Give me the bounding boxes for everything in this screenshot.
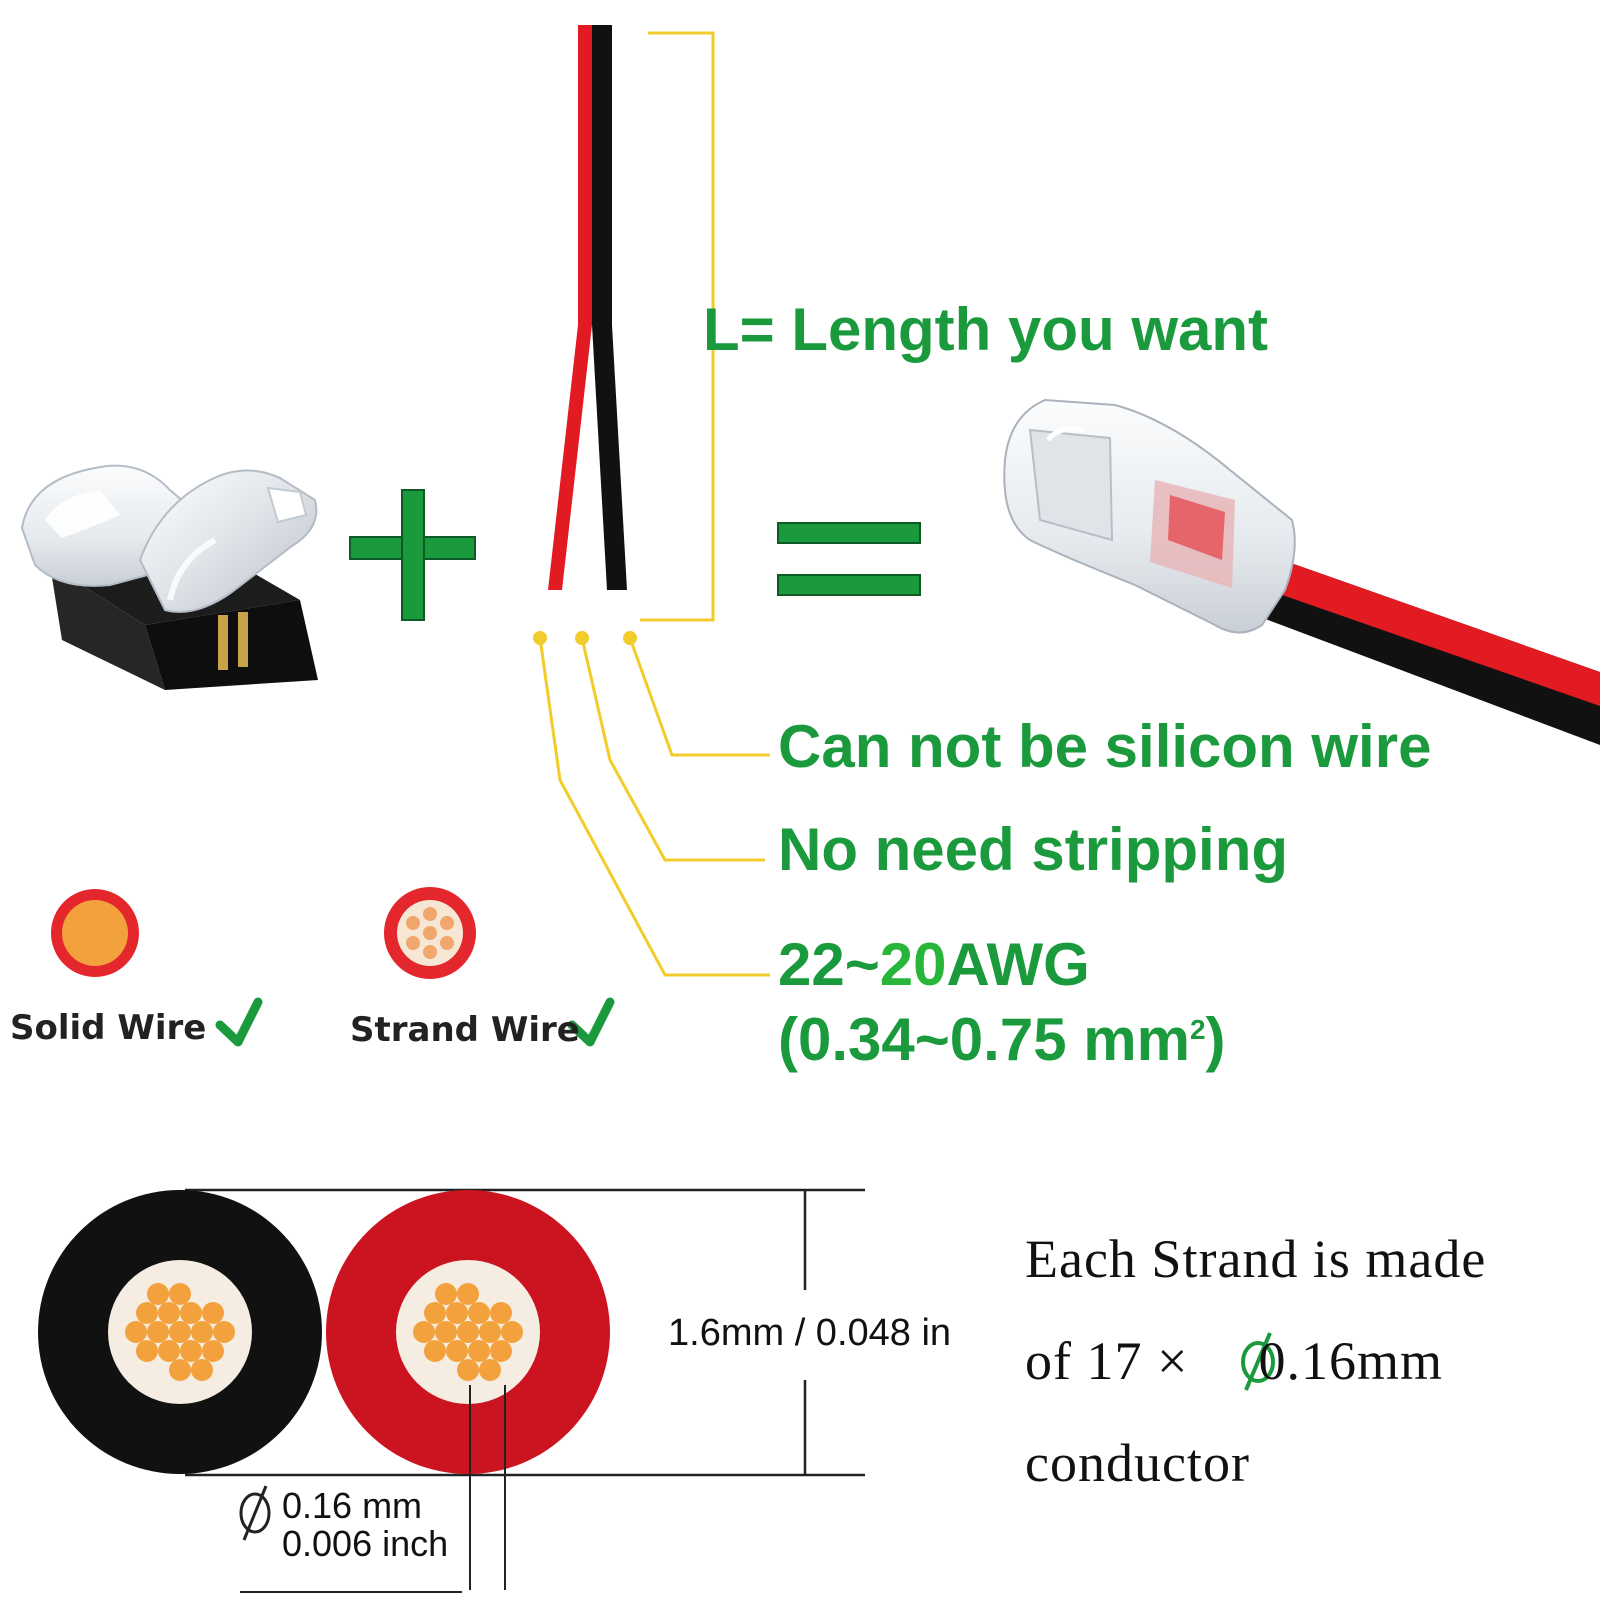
solid-wire-check-icon [215, 997, 263, 1047]
strand-wire-icon [384, 887, 476, 979]
strand-wire-label: Strand Wire [350, 1010, 580, 1050]
awg-prefix: 22~ [778, 931, 880, 998]
copper-strand [202, 1340, 224, 1362]
strand-note-line1: Each Strand is made [1025, 1229, 1487, 1289]
copper-strand [125, 1321, 147, 1343]
strand-note-size: 0.16mm [1258, 1331, 1443, 1391]
copper-strand [490, 1340, 512, 1362]
length-label: L= Length you want [703, 296, 1268, 363]
strand-diameter-callout [240, 1385, 506, 1593]
copper-strand [424, 1340, 446, 1362]
copper-strand [158, 1340, 180, 1362]
copper-strand [435, 1321, 457, 1343]
copper-strand [424, 1302, 446, 1324]
cable-diameter-label: 1.6mm / 0.048 in [668, 1312, 952, 1354]
copper-strand [136, 1302, 158, 1324]
black-wire-strands [125, 1283, 235, 1381]
copper-strand [158, 1302, 180, 1324]
no-stripping-label: No need stripping [778, 816, 1288, 883]
copper-strand [180, 1302, 202, 1324]
copper-strand [413, 1321, 435, 1343]
two-core-wire [548, 25, 627, 590]
copper-strand [202, 1302, 224, 1324]
awg-mid: 20 [879, 931, 947, 998]
copper-strand [169, 1283, 191, 1305]
strand-note-count: of 17 × [1025, 1331, 1189, 1391]
solid-wire-icon [51, 889, 139, 977]
copper-strand [468, 1340, 490, 1362]
red-wire-strands [413, 1283, 523, 1381]
copper-strand [457, 1283, 479, 1305]
silicon-warning-label: Can not be silicon wire [778, 713, 1432, 780]
copper-strand [136, 1340, 158, 1362]
copper-strand [468, 1302, 490, 1324]
copper-strand [191, 1321, 213, 1343]
copper-strand [457, 1321, 479, 1343]
open-connector-image [20, 464, 318, 690]
solid-wire-label: Solid Wire [10, 1008, 207, 1048]
copper-strand [435, 1283, 457, 1305]
copper-strand [501, 1321, 523, 1343]
copper-strand [213, 1321, 235, 1343]
leader-dots [533, 631, 637, 645]
copper-strand [479, 1321, 501, 1343]
cross-section-dimension-lines [185, 1188, 865, 1477]
plus-icon [349, 489, 476, 621]
copper-strand [147, 1321, 169, 1343]
strand-note-line3: conductor [1025, 1433, 1250, 1493]
copper-strand [479, 1359, 501, 1381]
copper-strand [180, 1340, 202, 1362]
note-diameter-icon [1241, 1332, 1275, 1391]
strand-diameter-inch-label: 0.006 inch [282, 1523, 449, 1564]
copper-strand [191, 1359, 213, 1381]
awg-label: 22~20AWG [778, 930, 1090, 999]
copper-strand [147, 1283, 169, 1305]
area-close: ) [1205, 1006, 1226, 1073]
length-bracket [640, 31, 715, 622]
strand-note-line2: of 17 × 0.16mm [1025, 1330, 1443, 1392]
copper-strand [169, 1359, 191, 1381]
leader-lines [538, 637, 770, 977]
area-superscript: 2 [1189, 1014, 1206, 1045]
copper-strand [446, 1302, 468, 1324]
strand-diameter-mm-label: 0.16 mm [282, 1485, 423, 1526]
awg-suffix: AWG [946, 931, 1090, 998]
strand-wire-check-icon [567, 997, 615, 1047]
copper-strand [446, 1340, 468, 1362]
equals-icon [777, 522, 921, 596]
diameter-symbol-icon [239, 1485, 271, 1541]
cross-section-area-label: (0.34~0.75 mm2) [778, 1005, 1226, 1074]
area-open: (0.34~0.75 mm [778, 1006, 1190, 1073]
copper-strand [457, 1359, 479, 1381]
assembled-connector-image [1003, 398, 1600, 745]
copper-strand [169, 1321, 191, 1343]
copper-strand [490, 1302, 512, 1324]
